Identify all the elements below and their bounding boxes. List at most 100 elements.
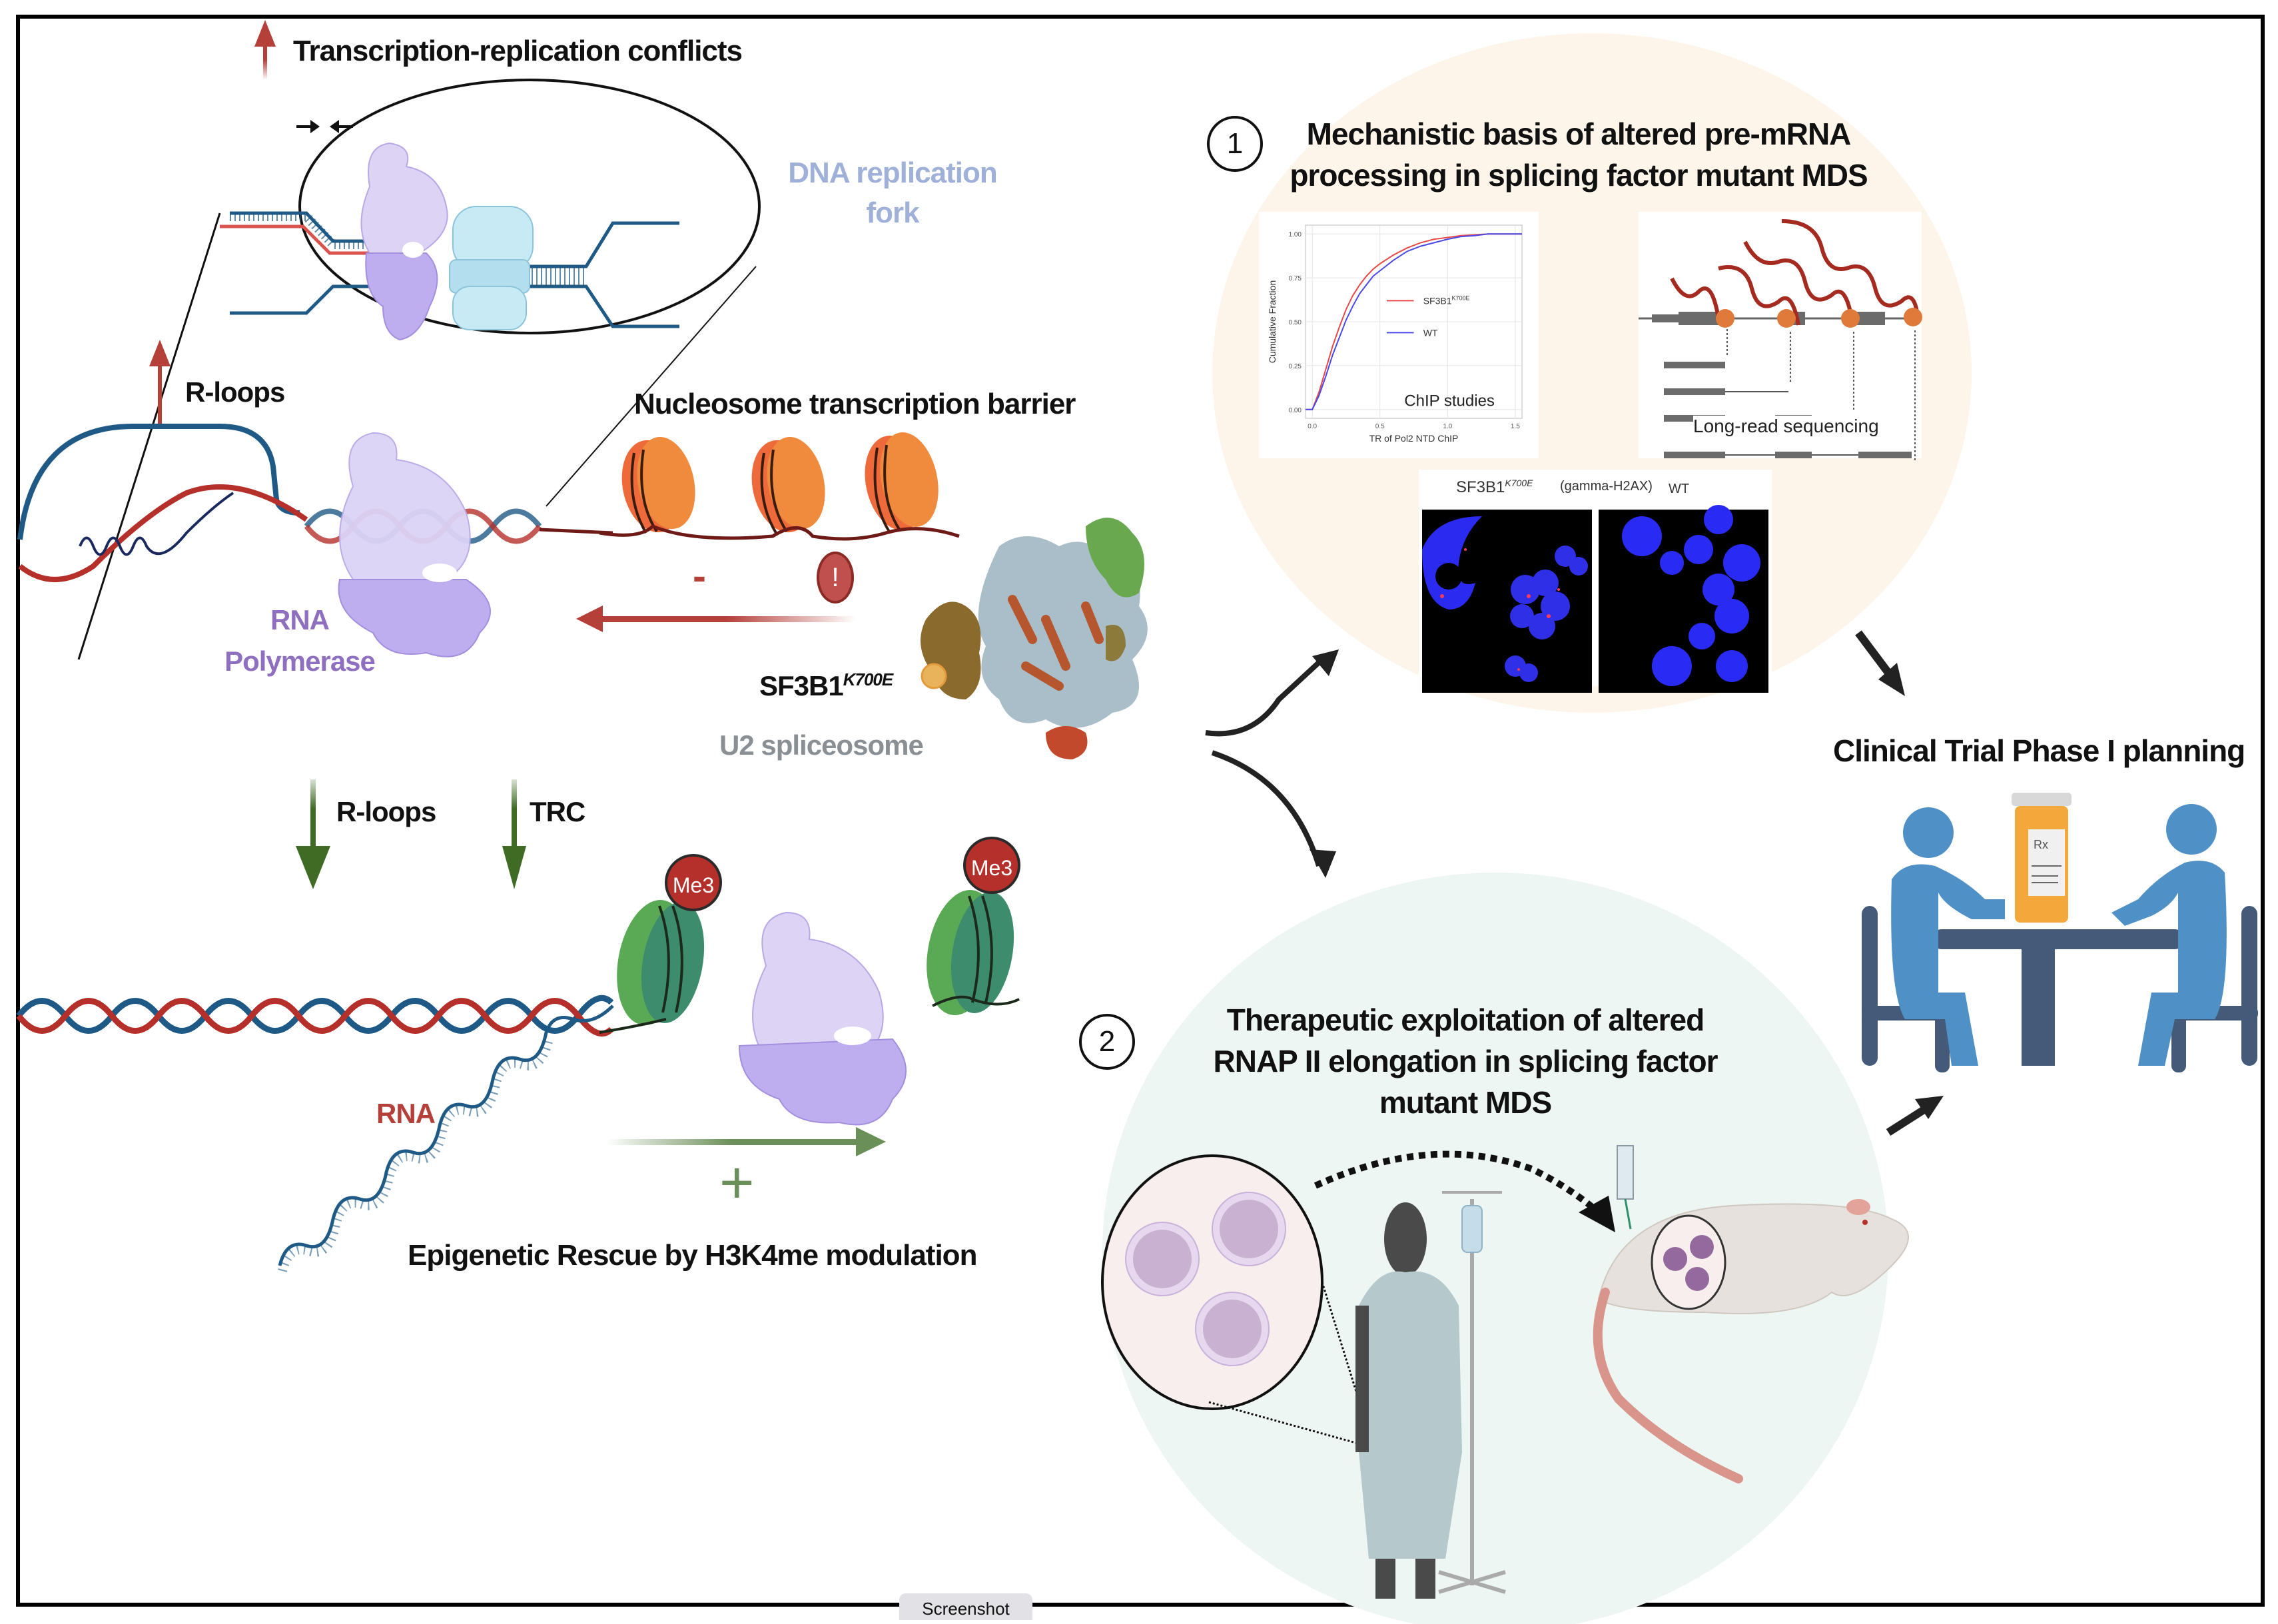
longread-caption: Long-read sequencing bbox=[1693, 416, 1879, 437]
iv-pole-icon bbox=[1438, 1191, 1506, 1594]
trc-label: TRC bbox=[530, 796, 585, 827]
transplant-arrow-icon bbox=[1314, 1150, 1615, 1232]
clinical-trial-title: Clinical Trial Phase I planning bbox=[1833, 733, 2245, 768]
screenshot-tab[interactable]: Screenshot bbox=[899, 1593, 1032, 1620]
u2-spliceosome-label: U2 spliceosome bbox=[719, 729, 924, 761]
me3-badge-left: Me3 bbox=[665, 854, 722, 911]
section2-number-badge: 2 bbox=[1079, 1014, 1135, 1070]
arrow-to-section2-icon bbox=[1211, 750, 1336, 878]
legend-label: WT bbox=[1423, 327, 1438, 338]
imaging-label-wt: WT bbox=[1669, 482, 1690, 496]
replicative-helicase bbox=[449, 206, 534, 330]
section1-title-line1: Mechanistic basis of altered pre-mRNA bbox=[1306, 117, 1852, 151]
longread-panel: Long-read sequencing bbox=[1639, 212, 1922, 462]
imaging-panel: SF3B1K700E (gamma-H2AX) WT bbox=[1419, 470, 1772, 693]
dna-helix-lower bbox=[16, 995, 614, 1037]
x-tick-label: 1.5 bbox=[1511, 423, 1520, 430]
nucleosome-icon bbox=[927, 890, 1014, 1015]
person-left-icon bbox=[1891, 807, 2005, 1066]
section2-number: 2 bbox=[1098, 1025, 1116, 1058]
patient-cells-zoom bbox=[1101, 1154, 1370, 1447]
nucleosome-barrier-label: Nucleosome transcription barrier bbox=[634, 388, 1076, 420]
trc-down-arrow-icon bbox=[502, 779, 526, 889]
rna-polymerase-small bbox=[360, 142, 448, 341]
chart-annotation: ChIP studies bbox=[1404, 392, 1495, 410]
nucleosome-icon bbox=[865, 432, 939, 533]
arrow-section2-to-clinical-icon bbox=[1886, 1096, 1944, 1136]
me3-label-right: Me3 bbox=[970, 856, 1013, 880]
epigenetic-rescue-label: Epigenetic Rescue by H3K4me modulation bbox=[408, 1239, 977, 1272]
alert-icon: ! bbox=[817, 552, 854, 604]
replication-fork-label: DNA replication fork bbox=[786, 153, 999, 233]
y-axis-label: Cumulative Fraction bbox=[1267, 280, 1278, 364]
section2-title-line1: Therapeutic exploitation of altered bbox=[1226, 1003, 1705, 1037]
syringe-icon bbox=[1617, 1145, 1634, 1230]
table-icon bbox=[1932, 929, 2185, 1066]
x-tick-label: 0.0 bbox=[1308, 423, 1317, 430]
imaging-label-mutant-text: SF3B1 bbox=[1456, 478, 1505, 496]
imaging-label-mutant-sup: K700E bbox=[1505, 478, 1533, 488]
x-tick-label: 0.5 bbox=[1375, 423, 1385, 430]
me3-label-left: Me3 bbox=[672, 873, 715, 897]
sf3b1-label-text: SF3B1 bbox=[759, 670, 844, 701]
sf3b1-label: SF3B1K700E bbox=[759, 669, 893, 702]
replication-fork-label-line1: DNA replication bbox=[788, 157, 997, 189]
replication-fork-zoom bbox=[220, 79, 761, 341]
wt-microscopy-image bbox=[1599, 505, 1768, 693]
rna-polymerase-label: RNA Polymerase bbox=[200, 600, 400, 682]
section2-title: Therapeutic exploitation of altered RNAP… bbox=[1192, 999, 1738, 1123]
rna-polymerase-icon bbox=[338, 432, 491, 657]
rloops-up-label: R-loops bbox=[185, 376, 285, 408]
nucleosome-icon bbox=[751, 436, 825, 534]
imaging-label-mutant: SF3B1K700E bbox=[1456, 478, 1533, 497]
nucleosomes-green bbox=[599, 890, 1020, 1034]
elongation-plus-sign: + bbox=[719, 1150, 755, 1216]
y-tick-label: 0.00 bbox=[1289, 407, 1302, 414]
patient-figure bbox=[1355, 1202, 1462, 1599]
section1-title-line2: processing in splicing factor mutant MDS bbox=[1290, 158, 1868, 193]
pill-bottle-icon bbox=[2012, 793, 2072, 923]
x-tick-label: 1.0 bbox=[1443, 423, 1452, 430]
arrow-section1-to-clinical-icon bbox=[1855, 630, 1905, 696]
rna-polymerase-icon-lower bbox=[738, 911, 907, 1126]
section1-number: 1 bbox=[1226, 127, 1244, 160]
nucleosome-icon bbox=[617, 900, 705, 1025]
clinical-trial-illustration bbox=[1862, 793, 2258, 1072]
section2-title-line3: mutant MDS bbox=[1379, 1085, 1552, 1120]
trc-title: Transcription-replication conflicts bbox=[293, 35, 743, 67]
alert-symbol: ! bbox=[831, 563, 839, 592]
rx-label: Rx bbox=[2034, 838, 2048, 851]
rna-label: RNA bbox=[376, 1098, 436, 1129]
mouse-icon bbox=[1593, 1199, 1909, 1483]
series-line-sf3b1 bbox=[1306, 233, 1522, 410]
nucleosomes-orange bbox=[599, 432, 960, 541]
dna-strands-right bbox=[513, 221, 679, 328]
imaging-label-stain: (gamma-H2AX) bbox=[1560, 479, 1653, 494]
trc-up-arrow-icon bbox=[254, 20, 276, 80]
person-right-icon bbox=[2111, 804, 2227, 1066]
mutant-microscopy-image bbox=[1422, 510, 1592, 693]
elongation-arrow-icon bbox=[606, 1127, 886, 1156]
rna-transcript-strand bbox=[278, 1005, 614, 1272]
series-line-wt bbox=[1306, 233, 1522, 410]
u2-spliceosome-icon bbox=[921, 518, 1148, 759]
y-tick-label: 0.75 bbox=[1289, 275, 1302, 282]
section1-number-badge: 1 bbox=[1207, 116, 1263, 172]
y-tick-label: 0.25 bbox=[1289, 363, 1302, 370]
rna-polymerase-label-line2: Polymerase bbox=[224, 645, 376, 677]
y-tick-label: 1.00 bbox=[1289, 231, 1302, 238]
rloops-down-label: R-loops bbox=[336, 796, 436, 827]
barrier-minus-sign: - bbox=[693, 554, 706, 598]
me3-badge-right: Me3 bbox=[963, 837, 1020, 894]
collision-arrows-icon bbox=[296, 120, 353, 133]
rna-polymerase-label-line1: RNA bbox=[270, 604, 330, 635]
section2-title-line2: RNAP II elongation in splicing factor bbox=[1213, 1044, 1718, 1078]
arrow-to-section1-icon bbox=[1205, 649, 1339, 737]
rloops-down-arrow-icon bbox=[296, 779, 330, 889]
